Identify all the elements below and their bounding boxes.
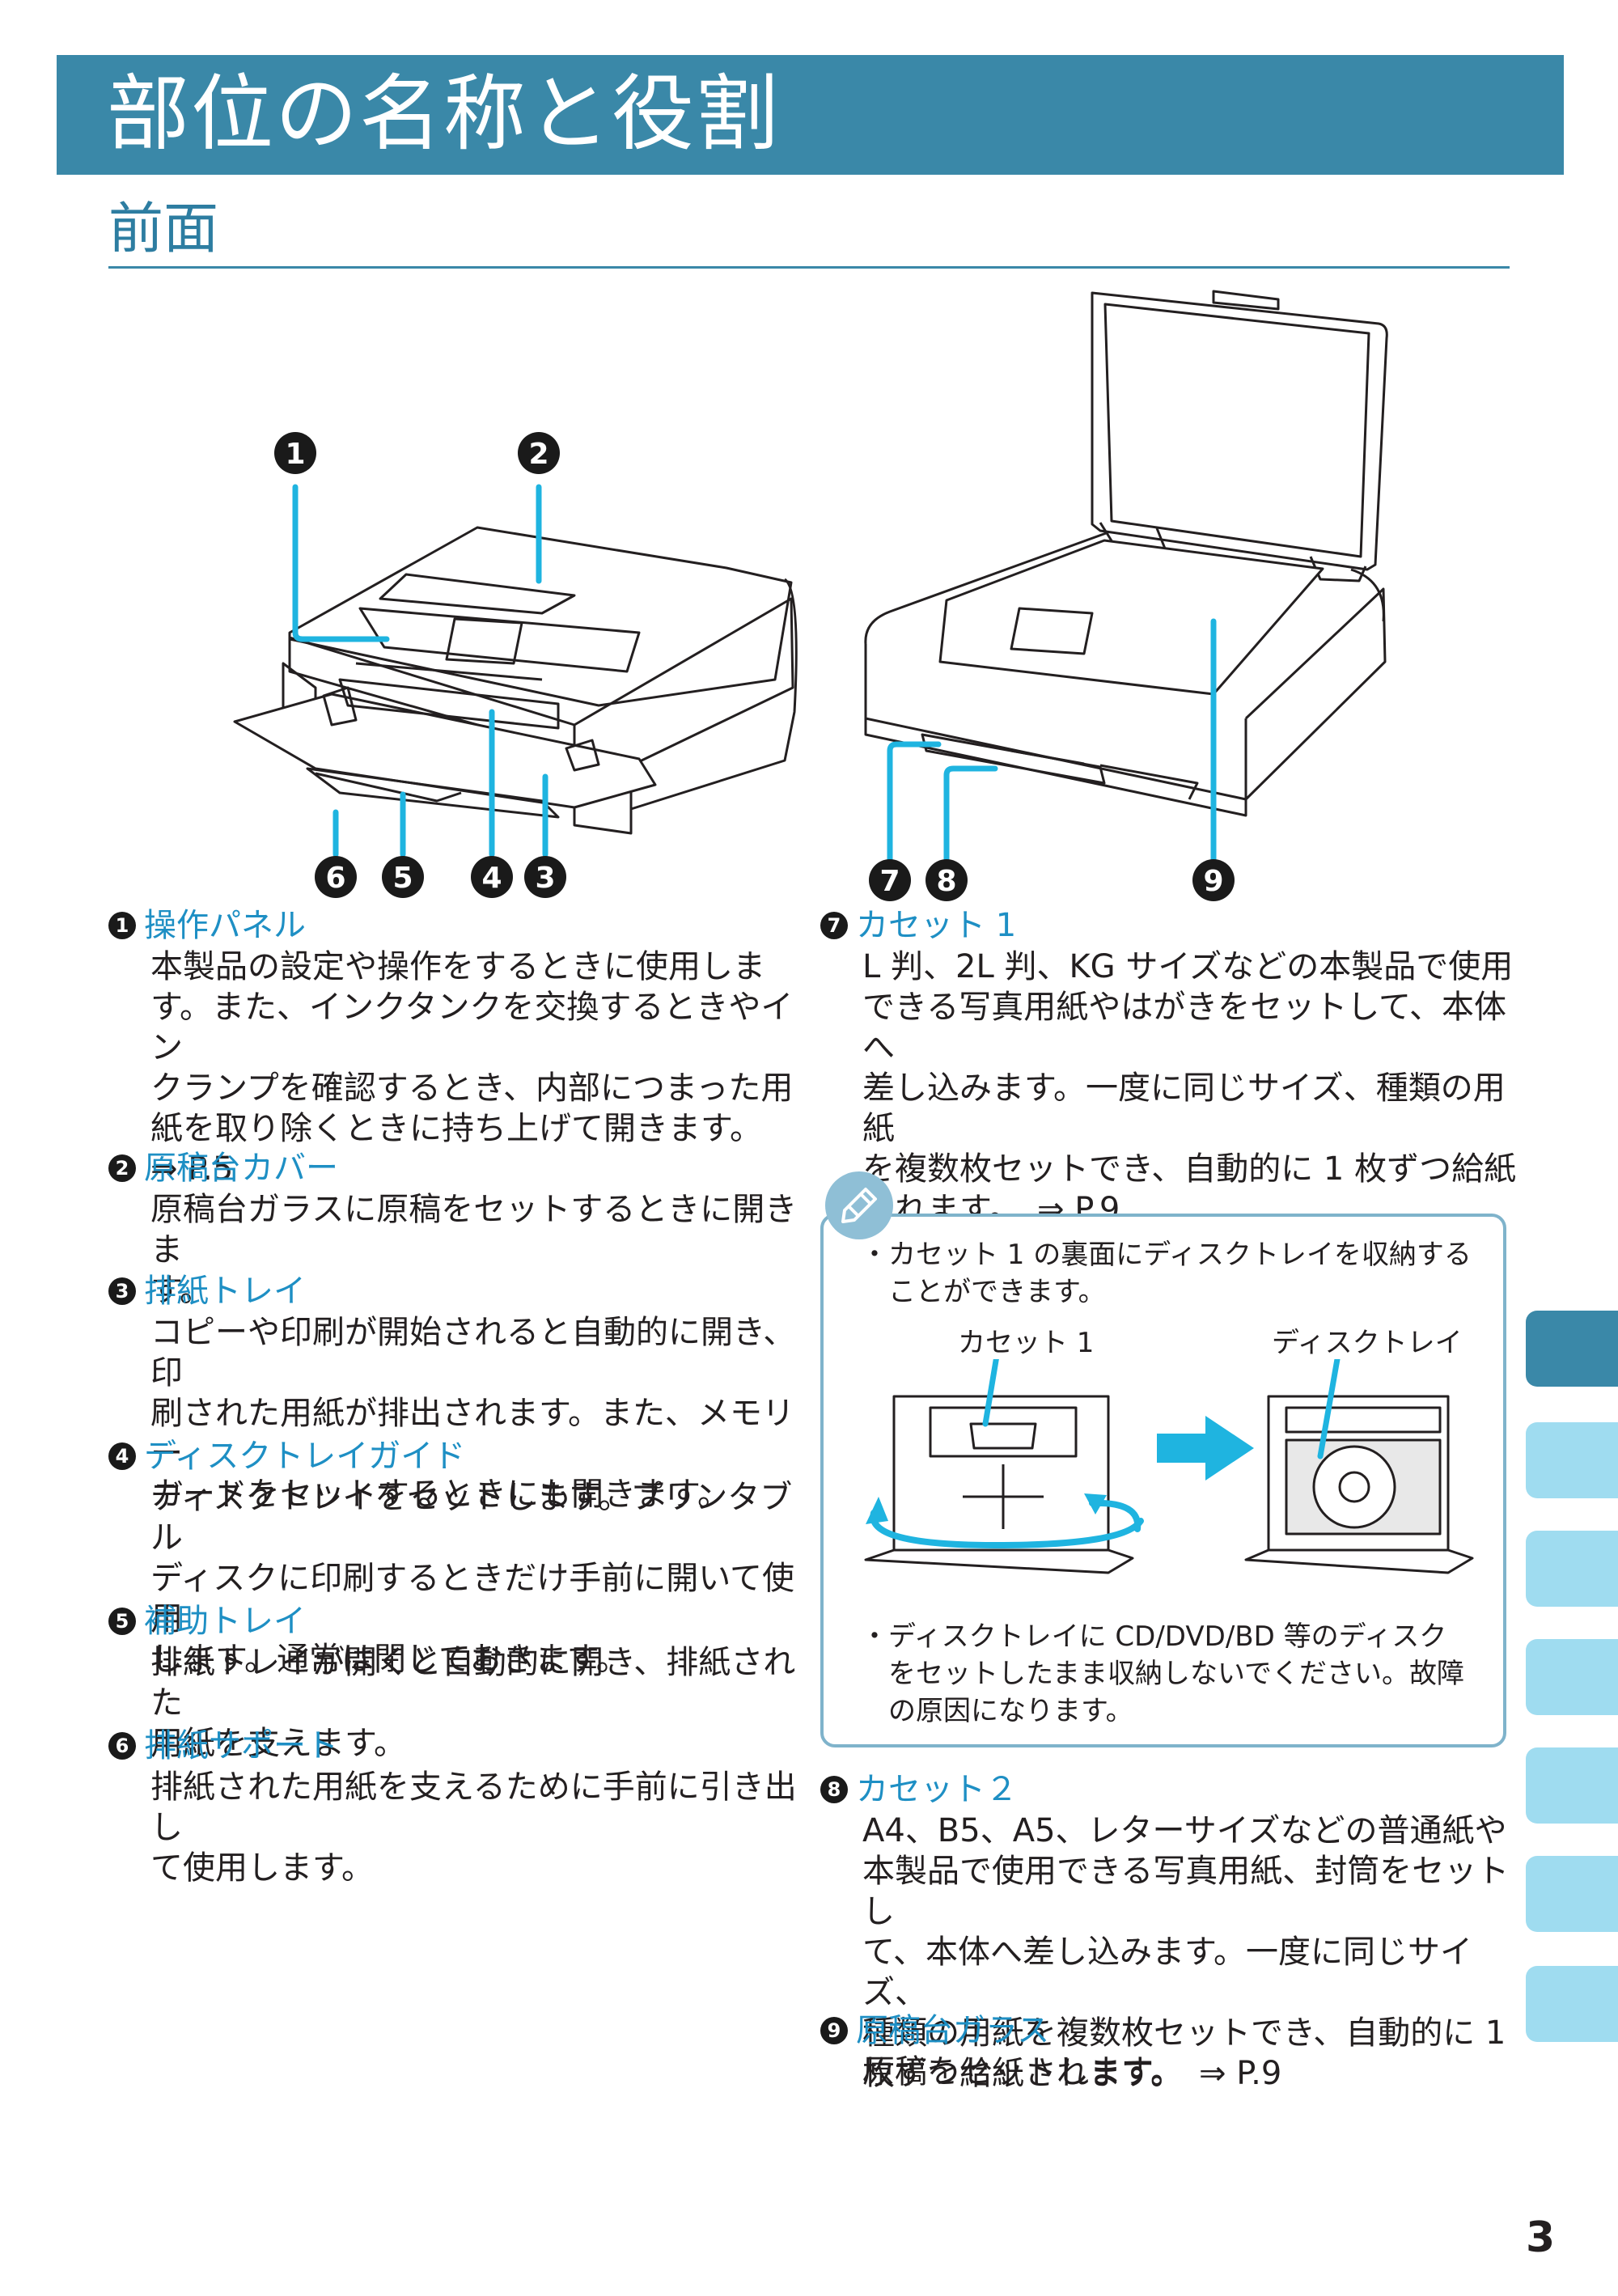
item-description: ディスクトレイをセットします。プリンタブル ディスクに印刷するときだけ手前に開い… — [150, 1479, 794, 1678]
svg-text:8: 8 — [936, 865, 956, 898]
item-platen-glass: 9 原稿台ガラス 原稿をセットします。 — [820, 2010, 1524, 2092]
item-title: 排紙サポート — [144, 1727, 338, 1764]
svg-text:1: 1 — [285, 438, 305, 471]
item-number: 7 — [820, 912, 848, 939]
item-number: 6 — [108, 1732, 136, 1760]
note-bullet-1: ・カセット 1 の裏面にディスクトレイを収納する ことができます。 — [861, 1239, 1472, 1308]
item-title: 排紙トレイ — [144, 1273, 306, 1310]
side-tab[interactable] — [1526, 1422, 1618, 1498]
item-cassette-1: 7 カセット 1 L 判、2L 判、KG サイズなどの本製品で使用 できる写真用… — [820, 904, 1524, 1230]
item-number: 9 — [820, 2017, 848, 2044]
item-number: 3 — [108, 1277, 136, 1305]
item-description: L 判、2L 判、KG サイズなどの本製品で使用 できる写真用紙やはがきをセット… — [862, 948, 1517, 1228]
svg-text:4: 4 — [481, 862, 502, 895]
svg-text:7: 7 — [879, 865, 900, 898]
item-cassette-2: 8 カセット２ A4、B5、A5、レターサイズなどの普通紙や 本製品で使用できる… — [820, 1769, 1524, 2094]
item-title: 操作パネル — [144, 907, 306, 944]
item-title: 原稿台カバー — [144, 1150, 338, 1187]
item-description: 本製品の設定や操作をするときに使用しま す。また、インクタンクを交換するときやイ… — [150, 948, 794, 1188]
svg-text:2: 2 — [528, 438, 549, 471]
item-number: 2 — [108, 1154, 136, 1182]
item-operation-panel: 1 操作パネル 本製品の設定や操作をするときに使用しま す。また、インクタンクを… — [108, 904, 812, 1189]
printer-open-illustration: 7 8 9 — [864, 290, 1388, 901]
side-tab[interactable] — [1526, 1856, 1618, 1932]
page-number: 3 — [1526, 2213, 1556, 2262]
side-tab[interactable] — [1526, 1531, 1618, 1607]
note-label-disc-tray: ディスクトレイ — [1272, 1327, 1463, 1359]
side-tab[interactable] — [1526, 1747, 1618, 1824]
svg-text:3: 3 — [535, 862, 555, 895]
item-title: 原稿台ガラス — [856, 2012, 1050, 2049]
item-number: 8 — [820, 1776, 848, 1803]
note-bullet-2: ・ディスクトレイに CD/DVD/BD 等のディスク をセットしたまま収納しない… — [861, 1620, 1464, 1727]
side-tab[interactable] — [1526, 1639, 1618, 1715]
page-title: 部位の名称と役割 — [107, 66, 780, 163]
item-number: 4 — [108, 1442, 136, 1470]
item-title: 補助トレイ — [144, 1603, 306, 1640]
item-title: ディスクトレイガイド — [144, 1438, 466, 1475]
printer-front-illustration: 1 2 6 5 4 3 — [233, 432, 798, 898]
title-banner: 部位の名称と役割 — [57, 55, 1564, 175]
item-output-paper-support: 6 排紙サポート 排紙された用紙を支えるために手前に引き出し て使用します。 — [108, 1725, 812, 1888]
note-label-cassette: カセット 1 — [958, 1327, 1095, 1359]
item-description: A4、B5、A5、レターサイズなどの普通紙や 本製品で使用できる写真用紙、封筒を… — [862, 1812, 1510, 2092]
item-disc-tray-guide: 4 ディスクトレイガイド ディスクトレイをセットします。プリンタブル ディスクに… — [108, 1435, 812, 1680]
side-tab-active[interactable] — [1526, 1311, 1618, 1387]
side-tab[interactable] — [1526, 1966, 1618, 2042]
item-number: 1 — [108, 912, 136, 939]
section-rule — [108, 266, 1510, 269]
item-title: カセット 1 — [856, 907, 1017, 944]
item-description: コピーや印刷が開始されると自動的に開き、印 刷された用紙が排出されます。また、メ… — [150, 1314, 796, 1513]
item-description: 排紙トレイが開くと自動的に開き、排紙された 用紙を支えます。 — [150, 1644, 796, 1762]
svg-text:9: 9 — [1203, 865, 1223, 898]
item-title: カセット２ — [856, 1771, 1018, 1808]
item-description: 原稿台ガラスに原稿をセットするときに開きま す。 — [150, 1191, 798, 1309]
cassette-disc-tray-illustration — [864, 1359, 1474, 1574]
item-number: 5 — [108, 1608, 136, 1635]
item-description: 原稿をセットします。 — [862, 2053, 1183, 2091]
item-description: 排紙された用紙を支えるために手前に引き出し て使用します。 — [150, 1769, 797, 1887]
memo-icon — [825, 1171, 893, 1239]
item-paper-output-tray: 3 排紙トレイ コピーや印刷が開始されると自動的に開き、印 刷された用紙が排出さ… — [108, 1270, 812, 1514]
item-document-cover: 2 原稿台カバー 原稿台ガラスに原稿をセットするときに開きま す。 — [108, 1147, 812, 1311]
section-title: 前面 — [108, 197, 219, 261]
svg-text:6: 6 — [325, 862, 345, 895]
item-output-tray-extension: 5 補助トレイ 排紙トレイが開くと自動的に開き、排紙された 用紙を支えます。 — [108, 1600, 812, 1764]
svg-text:5: 5 — [392, 862, 413, 895]
